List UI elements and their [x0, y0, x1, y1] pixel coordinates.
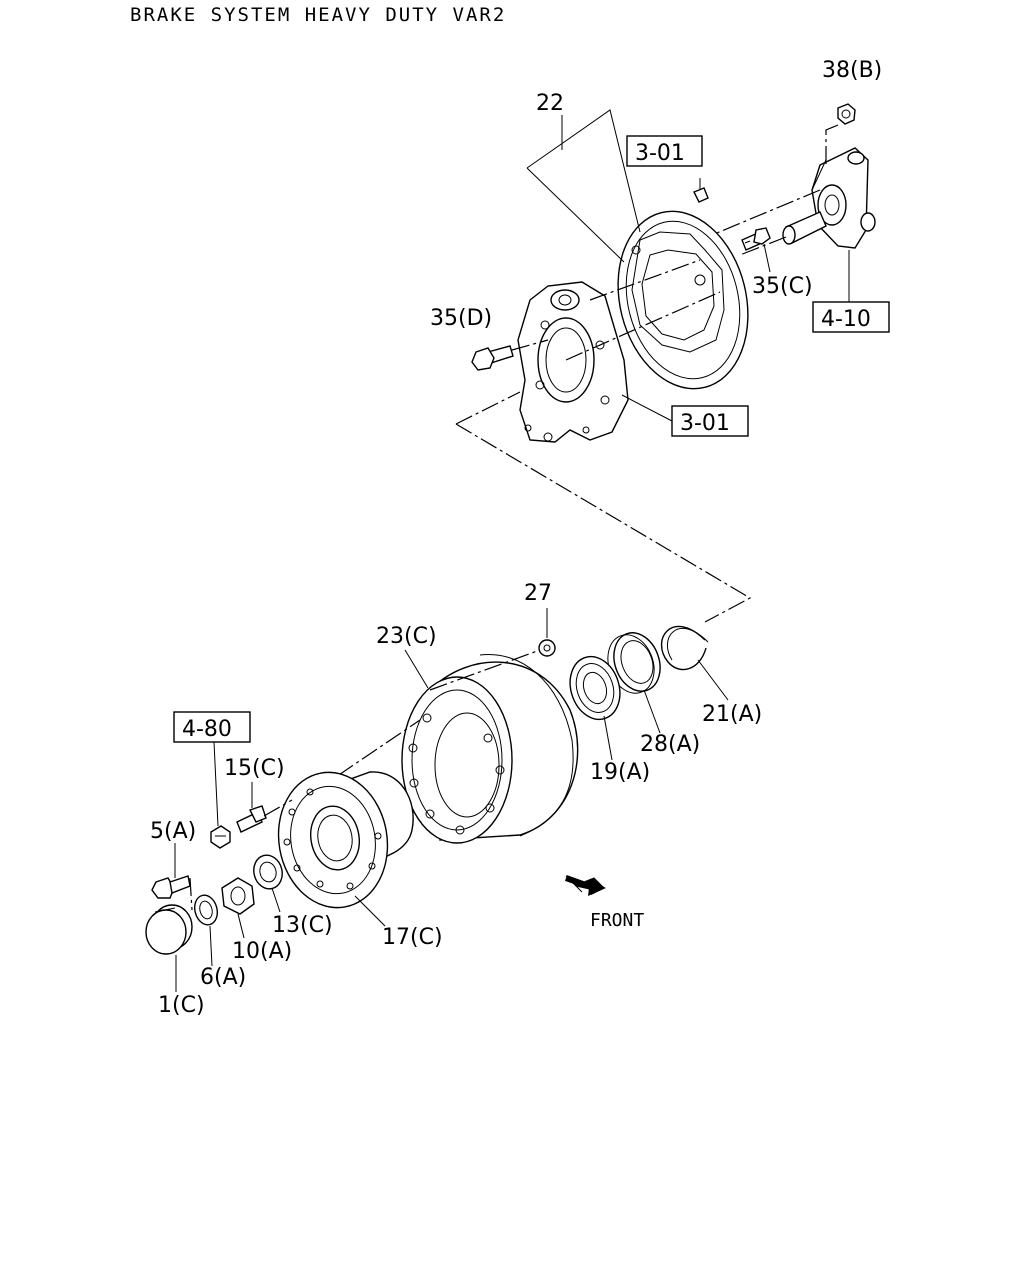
callout-28a: 28(A) — [640, 732, 700, 757]
ref-box-4-10 — [812, 301, 890, 333]
hub-cap-1c — [145, 904, 193, 955]
callout-1c: 1(C) — [158, 993, 205, 1018]
callout-17c: 17(C) — [382, 925, 443, 950]
seal-13c — [253, 854, 283, 890]
clip-small — [693, 187, 709, 203]
brake-spider — [517, 281, 629, 443]
front-arrow-icon — [564, 875, 606, 896]
callout-38b: 38(B) — [822, 58, 882, 83]
wheel-hub-17c — [277, 771, 414, 909]
callout-10a: 10(A) — [232, 939, 292, 964]
snap-ring-21a — [660, 625, 709, 671]
callout-21a: 21(A) — [702, 702, 762, 727]
callout-35c: 35(C) — [752, 274, 813, 299]
front-label: FRONT — [590, 910, 644, 931]
callout-6a: 6(A) — [200, 965, 246, 990]
stud-15c — [236, 805, 267, 833]
nut-38b — [825, 103, 856, 165]
washer-6a — [193, 894, 219, 926]
ref-3-01-mid[interactable]: 3-01 — [680, 411, 730, 436]
ref-box-3-01-top — [626, 135, 703, 167]
callout-15c: 15(C) — [224, 756, 285, 781]
callout-35d: 35(D) — [430, 306, 492, 331]
bolt-35c — [741, 227, 771, 251]
nut-wheel — [210, 825, 231, 849]
callout-19a: 19(A) — [590, 760, 650, 785]
axle-knuckle — [782, 147, 876, 249]
page-title: BRAKE SYSTEM HEAVY DUTY VAR2 — [130, 4, 507, 26]
brake-drum-23c — [401, 653, 579, 844]
ref-4-80[interactable]: 4-80 — [182, 717, 232, 742]
ref-4-10[interactable]: 4-10 — [821, 307, 871, 332]
bearing-19a — [569, 655, 621, 721]
callout-22: 22 — [536, 91, 564, 116]
callout-23c: 23(C) — [376, 624, 437, 649]
lock-nut-10a — [221, 877, 255, 915]
bolt-5a — [151, 875, 191, 899]
seal-28a — [607, 632, 661, 694]
ref-3-01-top[interactable]: 3-01 — [635, 141, 685, 166]
callout-5a: 5(A) — [150, 819, 196, 844]
ref-box-4-80 — [173, 711, 251, 743]
bolt-35d — [471, 345, 514, 371]
callout-27: 27 — [524, 581, 552, 606]
ref-box-3-01-mid — [671, 405, 749, 437]
backing-plate — [617, 210, 749, 390]
washer-27 — [538, 639, 556, 657]
callout-13c: 13(C) — [272, 913, 333, 938]
